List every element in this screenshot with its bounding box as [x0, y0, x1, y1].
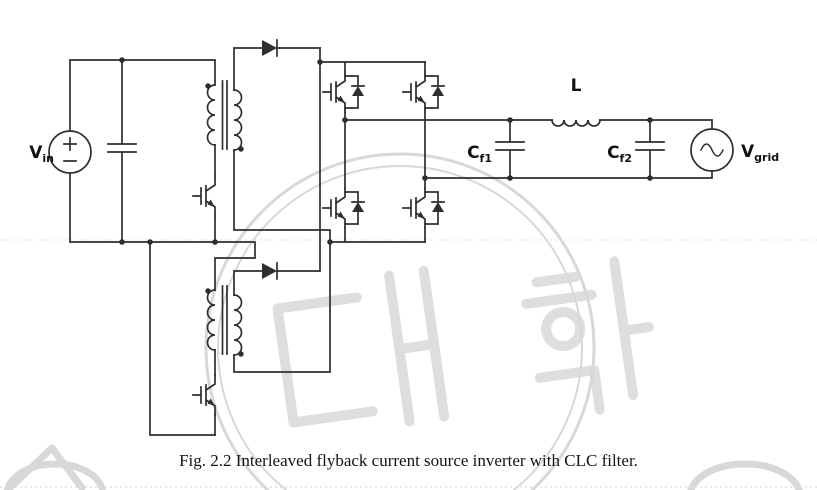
igbt-switch-1: [192, 175, 216, 217]
flyback-transformer-1: [204, 80, 245, 153]
flyback-diode-2: [261, 262, 278, 280]
filter-inductor: [551, 119, 601, 127]
h-bridge: [319, 61, 444, 243]
component-labels: Vin L Cf1 Cf2 Vgrid: [29, 76, 779, 165]
bridge-legs: [344, 61, 426, 243]
vgrid-label: Vgrid: [741, 142, 779, 164]
junction-dots: [119, 57, 653, 245]
flyback-cell-1: [192, 39, 331, 243]
filter-capacitor-1: [495, 119, 525, 179]
cell1-wiring: [214, 47, 331, 243]
bridge-igbt-bottom-left: [323, 188, 364, 228]
output-lines: [344, 119, 713, 179]
cell2-wiring: [214, 241, 331, 436]
grid-source: [690, 128, 734, 172]
watermark-glyph-hak: [521, 256, 654, 415]
watermark-seal: [3, 152, 803, 490]
figure-caption: Fig. 2.2 Interleaved flyback current sou…: [179, 451, 638, 470]
bridge-igbt-top-right: [403, 72, 444, 112]
vin-label: Vin: [29, 143, 54, 165]
input-wiring: [69, 59, 256, 436]
sine-wave-icon: [700, 143, 724, 157]
watermark-glyph-dae: [272, 265, 450, 428]
flyback-cell-2: [192, 241, 331, 436]
flyback-diode-1: [261, 39, 278, 57]
input-section: [48, 59, 256, 436]
bridge-igbt-top-left: [323, 72, 364, 112]
cf2-label: Cf2: [607, 143, 632, 165]
input-capacitor: [107, 59, 137, 243]
inductor-label: L: [571, 76, 582, 96]
cf1-label: Cf1: [467, 143, 492, 165]
output-filter: [344, 119, 734, 179]
bridge-igbt-bottom-right: [403, 188, 444, 228]
vin-source: [48, 130, 92, 174]
filter-capacitor-2: [635, 119, 665, 179]
plus-minus-marks: [63, 137, 77, 162]
